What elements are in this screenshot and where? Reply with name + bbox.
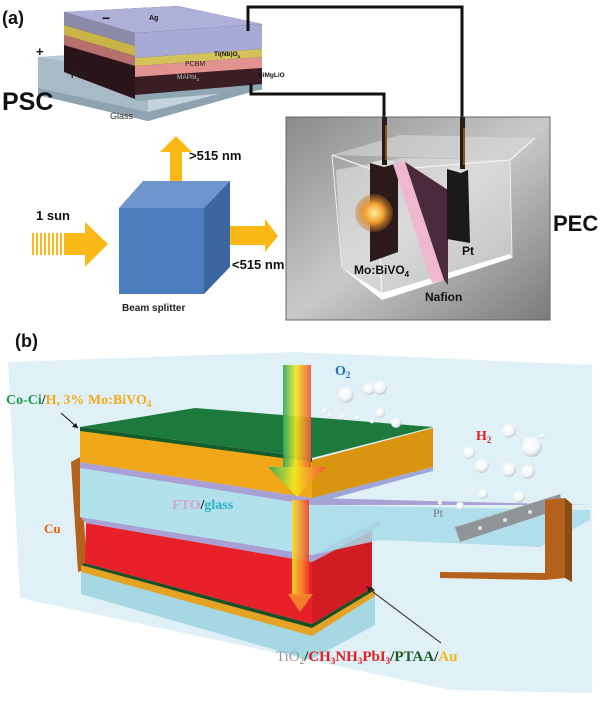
short-wavelength-label: <515 nm (232, 257, 284, 272)
pcbm-label: PCBM (185, 61, 205, 68)
light-beam (268, 365, 326, 612)
photoanode-label: Co-Ci/H, 3% Mo:BiVO4 (6, 393, 152, 409)
fto-label: FTO (71, 70, 89, 80)
glass-label: Glass (110, 111, 134, 121)
psc-stack-label: TiO2/CH3NH3PbI3/PTAA/Au (276, 649, 457, 666)
fto-glass-layer (80, 468, 312, 555)
cu-label: Cu (44, 521, 61, 536)
anode-label: Mo:BiVO4 (354, 263, 410, 279)
nafion-label: Nafion (425, 290, 462, 304)
psc-title: PSC (2, 88, 53, 116)
fto-glass-label: FTO/glass (172, 498, 234, 513)
short-wavelength-arrow (225, 219, 278, 252)
co-ci-layer (80, 408, 433, 458)
long-wavelength-arrow (160, 136, 192, 187)
perovskite-layer (85, 523, 312, 624)
wire-ag-to-pt (246, 5, 464, 160)
sun-label: 1 sun (36, 208, 70, 223)
h2-bubbles (438, 424, 545, 510)
panel-b-label: (b) (15, 331, 38, 351)
long-wavelength-label: >515 nm (189, 148, 241, 163)
h2-label: H2 (476, 429, 492, 445)
beam-splitter-cube (119, 181, 230, 294)
pt-bracket (455, 494, 563, 542)
nimglio-layer (135, 84, 262, 101)
ag-top (64, 6, 262, 33)
pec-cell (285, 116, 551, 321)
psc-plus: + (36, 44, 44, 59)
o2-label: O2 (335, 364, 351, 380)
nimglio-label: NiMgLiO (258, 72, 285, 79)
ag-front (135, 24, 262, 58)
photoanode-glow (355, 194, 393, 232)
beam-splitter-label: Beam splitter (122, 303, 185, 314)
pt-label: Pt (433, 506, 444, 520)
tinbo-label: Ti(Nb)Ox (214, 51, 241, 59)
sun-arrow (32, 222, 108, 267)
mapbi-label: MAPbI3 (177, 74, 200, 82)
ag-label: Ag (149, 15, 158, 22)
cu-frame-right (440, 498, 565, 580)
pec-title: PEC (553, 211, 598, 236)
psc-minus: − (102, 10, 110, 26)
tinbo-layer (135, 49, 262, 66)
o2-bubbles (322, 381, 401, 428)
psc-pointer (368, 588, 442, 644)
bivo4-layer (80, 430, 312, 498)
pcbm-layer (135, 57, 262, 77)
panel-a-label: (a) (2, 8, 24, 28)
cu-frame-left (71, 457, 87, 572)
psc-device (38, 6, 262, 121)
pt-electrode-label: Pt (462, 244, 474, 258)
